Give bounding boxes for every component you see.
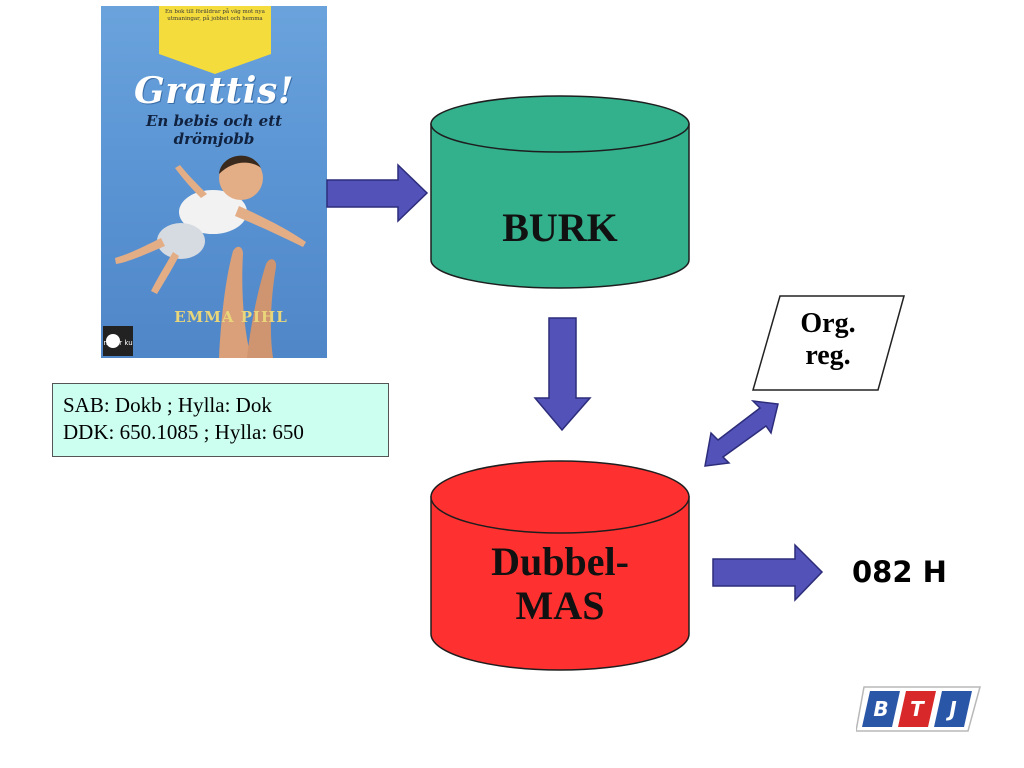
classification-box: SAB: Dokb ; Hylla: Dok DDK: 650.1085 ; H… [52, 383, 389, 457]
baby-illustration [115, 155, 306, 358]
dubbel-mas-label-line1: Dubbel- [491, 539, 629, 584]
cover-subtitle-line2: drömjobb [173, 130, 255, 148]
cover-banner [159, 6, 271, 74]
classification-sab: SAB: Dokb ; Hylla: Dok [63, 393, 272, 417]
btj-logo-letter-b: B [873, 697, 888, 721]
burk-cylinder [430, 95, 690, 289]
org-reg-label-line1: Org. [800, 308, 856, 339]
cover-subtitle-line1: En bebis och ett [145, 112, 283, 130]
arrow-burk-to-dubbel [533, 317, 592, 432]
burk-label: BURK [502, 205, 618, 250]
org-reg-shape [752, 295, 905, 391]
btj-logo: B T J [856, 686, 981, 732]
dubbel-mas-label-line2: MAS [515, 583, 605, 628]
classification-ddk: DDK: 650.1085 ; Hylla: 650 [63, 420, 304, 444]
cover-banner-text: En bok till föräldrar på väg mot nya utm… [165, 9, 265, 22]
btj-logo-letter-t: T [910, 697, 925, 721]
cover-title: Grattis! [133, 70, 295, 112]
org-reg-label: Org. reg. [752, 308, 904, 372]
cover-author: EMMA PIHL [174, 308, 288, 326]
output-code: 082 H [852, 555, 947, 589]
publisher-name: natur kultur [103, 339, 133, 347]
arrow-dubbel-to-output [712, 543, 824, 602]
org-reg-label-line2: reg. [805, 340, 851, 371]
publisher-logo: natur kultur [103, 326, 133, 356]
book-cover: En bok till föräldrar på väg mot nya utm… [101, 6, 327, 358]
cover-subtitle: En bebis och ett drömjobb [121, 112, 307, 148]
arrow-book-to-burk [326, 163, 429, 223]
dubbel-mas-label: Dubbel- MAS [431, 540, 689, 628]
dubbel-mas-cylinder [430, 460, 690, 671]
arrow-org-reg-dubbel-bidirectional [704, 399, 779, 467]
